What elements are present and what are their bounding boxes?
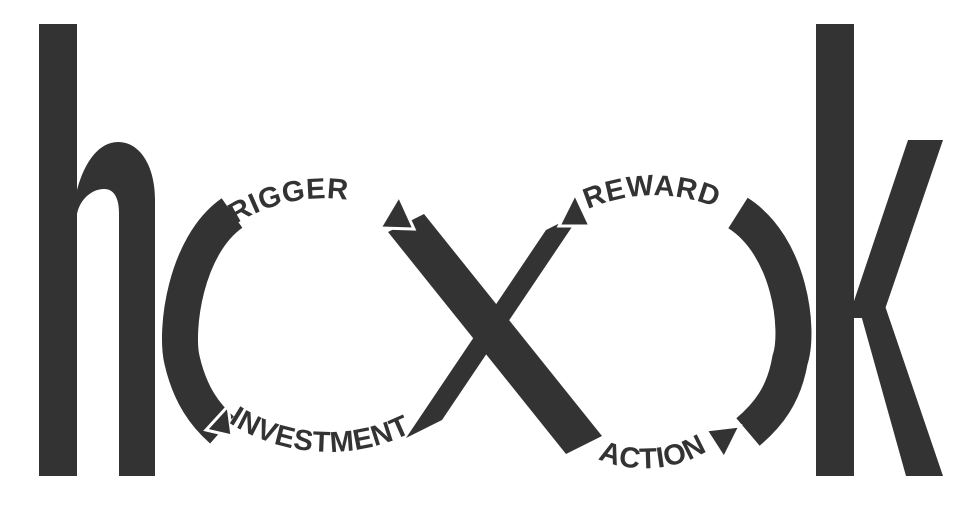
cycle-label-trigger: TRIGGER [206,173,350,241]
reward-arrow-icon [556,190,593,228]
left-loop-arc [162,198,244,444]
letter-k-upper-arm [854,140,943,318]
trigger-arrow-icon [377,192,417,231]
letter-h-arch [77,142,155,476]
letter-k [816,24,943,476]
cycle-label-action: ACTION [595,429,710,476]
action-arrow-icon [703,424,743,462]
cycle-label-investment: INVESTMENT [225,401,415,459]
letter-h-stem [39,24,77,476]
infinity-loop [162,197,812,446]
cycle-label-reward: REWARD [579,170,724,216]
letter-h [39,24,155,476]
investment-arrow-icon [203,402,234,438]
letter-k-lower-leg [856,297,943,476]
crossing-band-b [406,212,582,438]
letter-k-stem [816,24,854,476]
right-loop-arc [727,197,812,446]
